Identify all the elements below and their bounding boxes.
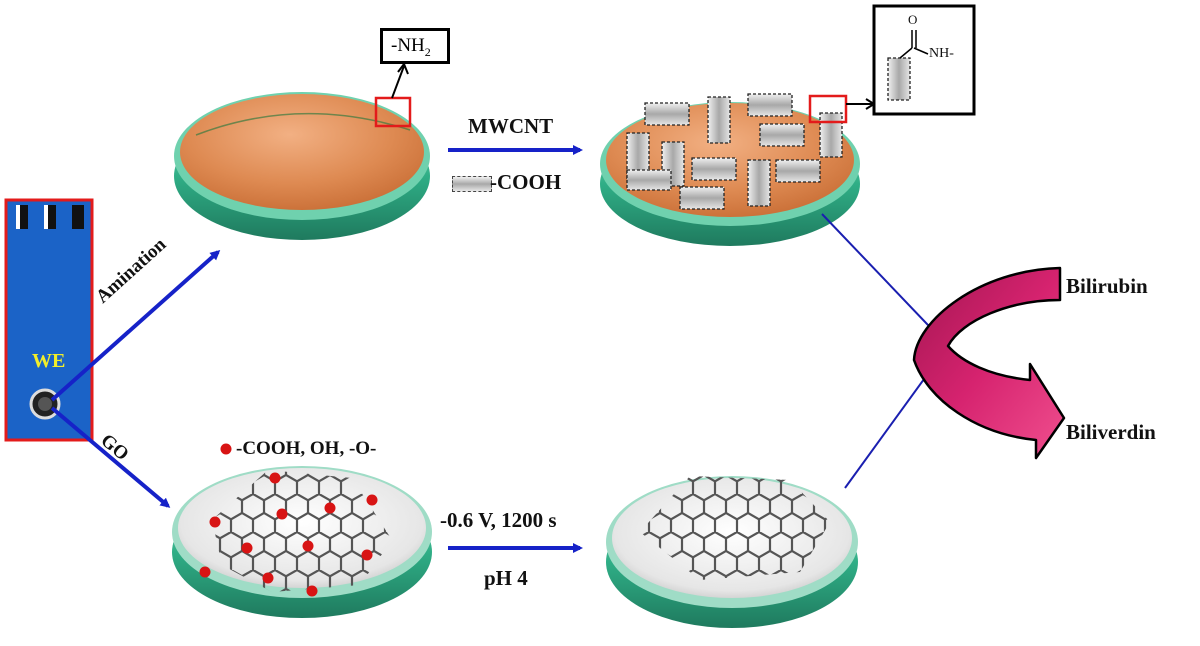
- oxygen-group-dot: [324, 502, 336, 514]
- amide-structure-inset: [872, 4, 976, 116]
- mwcnt-tube: [626, 132, 650, 180]
- go-dish: [172, 466, 432, 618]
- working-electrode: [4, 198, 94, 442]
- oxygen-group-dot: [262, 572, 274, 584]
- oxygen-group-dot: [361, 549, 373, 561]
- aminated-dish: [174, 61, 430, 240]
- mwcnt-label: MWCNT: [468, 114, 554, 138]
- oxygen-group-dot: [199, 566, 211, 578]
- mwcnt-tube: [707, 96, 731, 144]
- nh2-text: -NH: [391, 35, 425, 56]
- we-label: WE: [32, 350, 66, 372]
- mwcnt-tube: [644, 102, 690, 126]
- oxygen-legend-dot: [220, 443, 232, 455]
- connector-line-top: [821, 213, 949, 347]
- go-arrow: [50, 406, 171, 508]
- oxygen-group-dot: [306, 585, 318, 597]
- biliverdin-label: Biliverdin: [1066, 420, 1156, 444]
- cooh-tube-legend-icon: [452, 176, 492, 192]
- amide-highlight-box: [808, 94, 848, 124]
- mwcnt-tube: [819, 112, 843, 158]
- oxygen-group-dot: [241, 542, 253, 554]
- mwcnt-tube: [775, 159, 821, 183]
- bilirubin-label: Bilirubin: [1066, 274, 1148, 298]
- mwcnt-tube: [626, 169, 672, 191]
- cooh-legend-label: -COOH: [490, 170, 562, 194]
- conversion-arrow-icon: [912, 266, 1066, 460]
- oxygen-groups: [199, 443, 378, 597]
- oxygen-group-dot: [269, 472, 281, 484]
- oxygen-group-dot: [276, 508, 288, 520]
- mwcnt-tube: [679, 186, 725, 210]
- ph-label: pH 4: [484, 566, 528, 590]
- mwcnt-tube: [691, 157, 737, 181]
- oxygen-group-dot: [366, 494, 378, 506]
- amination-arrow: [50, 250, 221, 402]
- oxygen-group-dot: [209, 516, 221, 528]
- go-groups-label: -COOH, OH, -O-: [236, 438, 377, 459]
- mwcnt-tube: [747, 93, 793, 117]
- rgo-dish: [606, 476, 858, 628]
- nh2-box: -NH2: [380, 28, 450, 64]
- oxygen-group-dot: [302, 540, 314, 552]
- potential-label: -0.6 V, 1200 s: [440, 508, 557, 532]
- mwcnt-tube: [747, 159, 771, 207]
- amide-o-label: O: [908, 12, 918, 27]
- mwcnt-tubes: [626, 93, 843, 210]
- mwcnt-tube: [759, 123, 805, 147]
- nh2-subscript: 2: [424, 44, 431, 59]
- amide-nh-label: NH-: [929, 46, 954, 61]
- electrode-disk-icon: [29, 388, 61, 420]
